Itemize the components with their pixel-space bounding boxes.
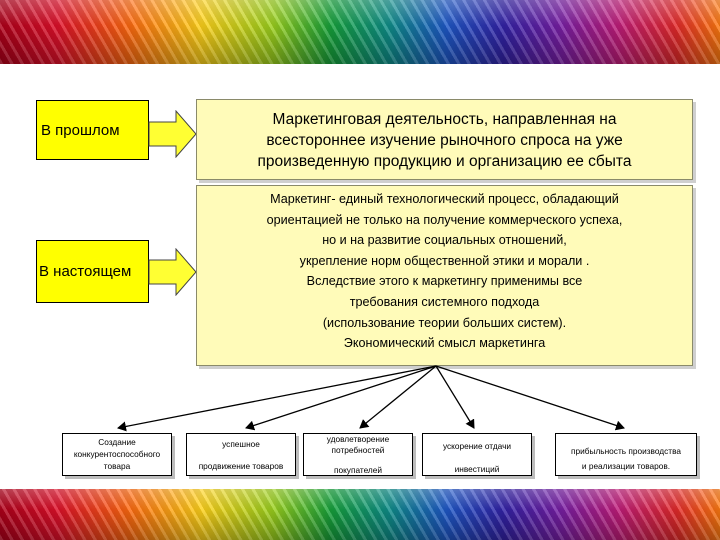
connector-arrow-3 (360, 366, 436, 428)
goal-2-line-2: продвижение товаров (187, 461, 295, 472)
connector-arrow-4 (436, 366, 474, 428)
goal-box-promotion: успешное продвижение товаров (186, 433, 296, 476)
goal-1-line-2: конкурентоспособного (63, 449, 171, 460)
goal-3-line-1: удовлетворение (304, 434, 412, 445)
goal-5-line-1: прибыльность производства (556, 446, 696, 457)
goal-1-line-1: Создание (63, 437, 171, 448)
goal-3-line-3: покупателей (304, 465, 412, 476)
goal-box-profitability: прибыльность производства и реализации т… (555, 433, 697, 476)
goal-2-line-1: успешное (187, 439, 295, 450)
goal-box-investment-return: ускорение отдачи инвестиций (422, 433, 532, 476)
goal-box-customer-needs: удовлетворение потребностей покупателей (303, 433, 413, 476)
goal-5-line-2: и реализации товаров. (556, 461, 696, 472)
goal-4-line-2: инвестиций (423, 464, 531, 475)
goal-3-line-2: потребностей (304, 445, 412, 456)
connector-arrow-1 (118, 366, 436, 428)
connector-arrow-5 (436, 366, 624, 428)
goal-4-line-1: ускорение отдачи (423, 441, 531, 452)
goal-1-line-3: товара (63, 461, 171, 472)
goal-box-competitive-product: Создание конкурентоспособного товара (62, 433, 172, 476)
